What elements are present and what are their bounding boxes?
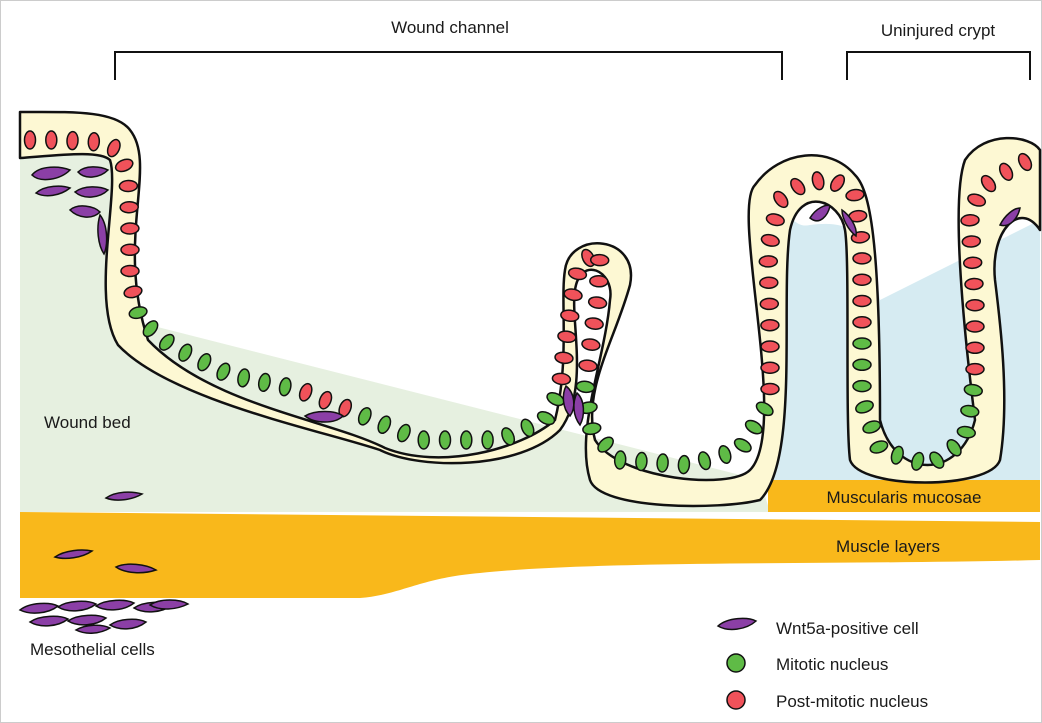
mitotic-nucleus — [853, 381, 871, 392]
post-mitotic-nucleus — [853, 317, 871, 328]
post-mitotic-nucleus — [590, 275, 608, 287]
mesothelial-cell — [76, 625, 110, 633]
post-mitotic-nucleus — [965, 278, 984, 290]
post-mitotic-nucleus — [966, 321, 984, 332]
mitotic-nucleus — [732, 436, 753, 455]
post-mitotic-nucleus — [121, 223, 139, 235]
post-mitotic-nucleus — [120, 201, 138, 213]
post-mitotic-nucleus — [963, 257, 982, 269]
mitotic-nucleus — [743, 418, 764, 437]
post-mitotic-nucleus — [121, 266, 139, 277]
wound-channel-bracket — [115, 52, 782, 80]
post-mitotic-nucleus — [590, 254, 608, 266]
mesothelial-cell — [150, 600, 188, 609]
mesothelial-cells-label: Mesothelial cells — [30, 640, 155, 659]
post-mitotic-nucleus — [853, 296, 871, 307]
muscularis-mucosae-label: Muscularis mucosae — [827, 488, 982, 507]
mitotic-nucleus — [853, 359, 871, 370]
post-mitotic-nucleus — [759, 256, 777, 267]
green-nucleus-icon — [727, 654, 745, 672]
post-mitotic-nucleus — [121, 244, 139, 255]
post-mitotic-nucleus — [761, 319, 779, 330]
mitotic-nucleus — [635, 452, 647, 471]
mitotic-nucleus — [440, 431, 451, 449]
wnt5a-cell — [810, 206, 830, 221]
post-mitotic-nucleus — [761, 341, 779, 352]
post-mitotic-nucleus — [578, 359, 597, 372]
mitotic-nucleus — [582, 422, 602, 436]
mesothelial-cell — [96, 600, 134, 610]
post-mitotic-nucleus — [760, 277, 778, 288]
post-mitotic-nucleus — [761, 384, 779, 395]
post-mitotic-nucleus — [46, 131, 57, 149]
legend-wnt5a-label: Wnt5a-positive cell — [776, 619, 919, 638]
mitotic-nucleus — [576, 380, 595, 393]
mitotic-nucleus — [853, 338, 871, 349]
mesothelial-cells-group — [20, 600, 188, 633]
mitotic-nucleus — [461, 431, 472, 449]
mitotic-nucleus — [482, 431, 493, 449]
wound-channel-label: Wound channel — [391, 18, 509, 37]
post-mitotic-nucleus — [966, 364, 984, 375]
post-mitotic-nucleus — [584, 317, 604, 331]
mesothelial-cell — [110, 619, 146, 629]
legend: Wnt5a-positive cell Mitotic nucleus Post… — [718, 618, 928, 711]
mitotic-nucleus — [418, 431, 429, 449]
post-mitotic-nucleus — [853, 274, 871, 285]
post-mitotic-nucleus — [25, 131, 36, 149]
post-mitotic-nucleus — [962, 235, 981, 247]
mitotic-nucleus — [717, 444, 733, 464]
red-nucleus-icon — [727, 691, 745, 709]
post-mitotic-nucleus — [853, 253, 871, 264]
legend-postmitotic-label: Post-mitotic nucleus — [776, 692, 928, 711]
legend-mitotic-label: Mitotic nucleus — [776, 655, 888, 674]
mitotic-nucleus — [614, 451, 626, 470]
post-mitotic-nucleus — [760, 298, 778, 309]
mitotic-nucleus — [656, 454, 668, 473]
post-mitotic-nucleus — [761, 362, 779, 373]
post-mitotic-nucleus — [966, 300, 984, 311]
post-mitotic-nucleus — [966, 342, 984, 353]
post-mitotic-nucleus — [961, 214, 980, 226]
post-mitotic-nucleus — [588, 296, 608, 310]
post-mitotic-nucleus — [581, 338, 601, 352]
mesothelial-cell — [58, 601, 96, 611]
wnt5a-cell — [574, 393, 584, 425]
muscle-layers-label: Muscle layers — [836, 537, 940, 556]
wnt5a-cell-icon — [718, 618, 756, 629]
mitotic-nucleus — [678, 455, 690, 474]
uninjured-crypt-label: Uninjured crypt — [881, 21, 996, 40]
uninjured-crypt-bracket — [847, 52, 1030, 80]
mesothelial-cell — [68, 615, 106, 625]
post-mitotic-nucleus — [67, 131, 79, 150]
post-mitotic-nucleus — [119, 180, 137, 192]
mesothelial-cell — [20, 603, 58, 613]
post-mitotic-nucleus — [88, 132, 100, 151]
mesothelial-cell — [30, 616, 68, 626]
wound-bed-label: Wound bed — [44, 413, 131, 432]
